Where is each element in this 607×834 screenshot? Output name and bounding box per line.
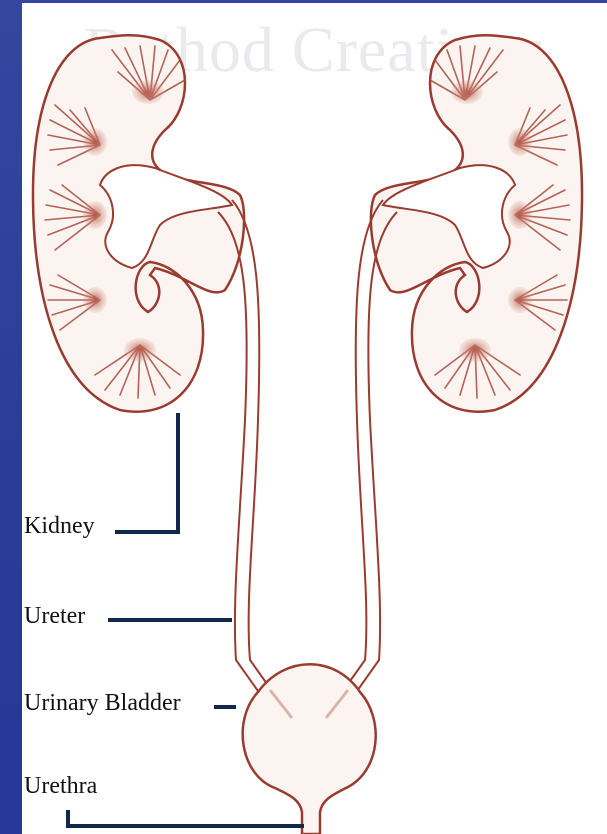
kidney-label: Kidney — [24, 513, 95, 540]
ureters — [218, 200, 397, 708]
ureter-label: Ureter — [24, 603, 85, 630]
right-ureter — [333, 200, 383, 705]
left-ureter — [232, 200, 282, 705]
right-kidney — [371, 35, 582, 411]
urinary-bladder — [243, 664, 376, 834]
urethra-leader-line — [68, 810, 304, 826]
kidney-leader-line — [115, 413, 178, 532]
left-kidney — [33, 35, 244, 411]
urethra-label: Urethra — [24, 773, 97, 800]
urinary-bladder-label: Urinary Bladder — [24, 690, 181, 717]
